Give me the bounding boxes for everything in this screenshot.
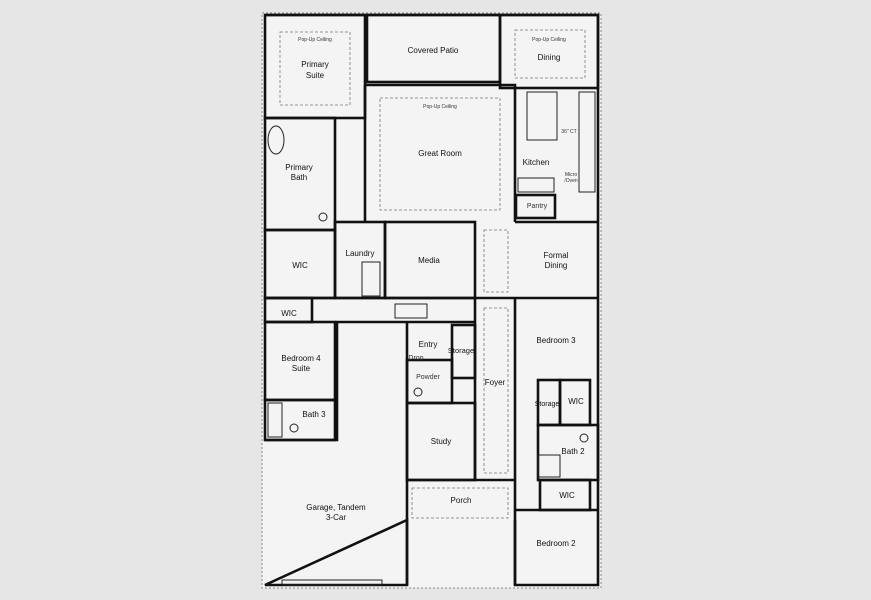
fixtures [267,91,596,586]
kitchen-seating [517,177,555,193]
micro-oven-label: Micro [565,172,577,178]
bathtub-icon [267,125,285,155]
garage-door [281,579,383,586]
wic-bed2-label: WIC [559,491,575,500]
great-room-label: Great Room [418,149,462,158]
bedroom3-label: Bedroom 3 [536,336,576,345]
garage-label-2: 3-Car [326,513,346,522]
storage-entry-label: Storage [448,346,474,355]
dining-ceiling-label: Pop-Up Ceiling [532,37,566,43]
toilet-icon [289,423,299,433]
pantry-label: Pantry [527,203,548,210]
foyer-label: Foyer [485,378,506,387]
garage-label: Garage, Tandem [306,503,366,512]
primary-ceiling-label: Pop-Up Ceiling [298,37,332,43]
bathtub-icon [537,454,561,478]
lot-outline [261,12,602,589]
porch-label: Porch [451,496,472,505]
formal-dining-label-2: Dining [545,261,568,270]
bedroom4-label: Bedroom 4 [281,354,321,363]
bath2-label: Bath 2 [561,447,585,456]
primary-suite-label: Primary [301,60,329,69]
formal-dining-label: Formal [544,251,569,260]
kitchen-counter [578,91,596,193]
study-label: Study [431,437,451,446]
primary-suite-label-2: Suite [306,71,325,80]
media-label: Media [418,256,440,265]
toilet-icon [318,212,328,222]
toilet-icon [579,433,589,443]
powder-label: Powder [416,374,440,381]
kitchen-island [526,91,558,141]
covered-patio-label: Covered Patio [408,46,459,55]
laundry-label: Laundry [346,249,375,258]
bedroom4-label-2: Suite [292,364,311,373]
wic-bed4-label: WIC [281,309,297,318]
washer-dryer [361,261,381,297]
kitchen-label: Kitchen [523,158,550,167]
toilet-icon [413,387,423,397]
attic-stair [394,303,428,319]
cooktop-label: 36" CT [561,129,576,135]
room-walls [263,13,600,585]
storage-bed-label: Storage [535,401,560,408]
drop-label: Drop [408,355,423,362]
micro-oven-label-2: /Oven [564,178,578,184]
room-labels: Pop-Up Ceiling Primary Suite Covered Pat… [281,37,585,548]
entry-label: Entry [419,340,438,349]
bath3-label: Bath 3 [302,410,326,419]
great-room-ceiling-label: Pop-Up Ceiling [423,104,457,110]
wic-bed3-label: WIC [568,397,584,406]
dining-label: Dining [538,53,561,62]
bathtub-icon [267,402,283,438]
bedroom2-label: Bedroom 2 [536,539,576,548]
primary-bath-label-2: Bath [291,173,307,182]
wic-primary-label: WIC [292,261,308,270]
dashed-ceilings [279,29,586,519]
primary-bath-label: Primary [285,163,313,172]
